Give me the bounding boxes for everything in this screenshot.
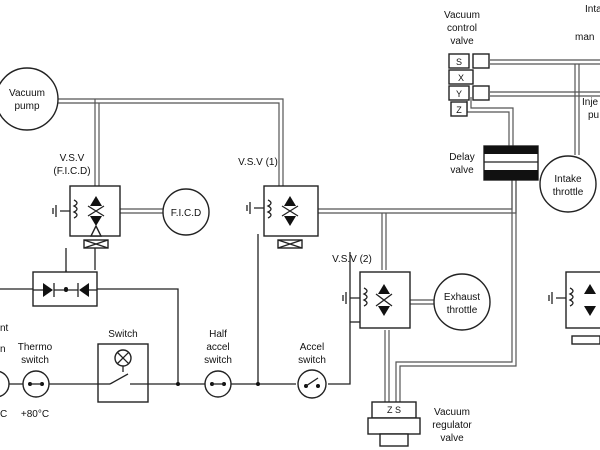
partial-left-switch: nt n C xyxy=(0,323,10,420)
vsv-1: V.S.V (1) xyxy=(238,157,319,249)
partial-vsv-right xyxy=(548,271,600,345)
vcv-port-x-label: X xyxy=(458,73,464,83)
vcv-port-s xyxy=(448,53,470,69)
accel-label-line1: Accel xyxy=(300,342,324,353)
thermo-switch-label-line2: switch xyxy=(21,355,49,366)
vacuum-pump: Vacuum pump xyxy=(0,67,59,131)
vrv-label-line2: regulator xyxy=(432,420,472,431)
thermo-switch: Thermo switch +80°C xyxy=(18,342,53,420)
intake-throttle-label-line1: Intake xyxy=(554,174,582,185)
injection-pump-label-line2: pu xyxy=(588,110,599,121)
vacuum-pump-label-line1: Vacuum xyxy=(9,88,45,99)
junction-dots xyxy=(64,287,260,386)
vsv1-label: V.S.V (1) xyxy=(238,157,278,168)
vcv-label-line1: Vacuum xyxy=(444,10,480,21)
vsv-2: V.S.V (2) xyxy=(332,254,411,329)
thermo-switch-label-line1: Thermo xyxy=(18,342,53,353)
vrv-label-line3: valve xyxy=(440,433,464,444)
left-partial-label-1: nt xyxy=(0,323,9,334)
vsv-ficd-label-line1: V.S.V xyxy=(60,153,85,164)
vsv2-label: V.S.V (2) xyxy=(332,254,372,265)
vsv-ficd: V.S.V (F.I.C.D) xyxy=(52,153,121,249)
half-accel-label-line2: accel xyxy=(206,342,229,353)
thermo-temp-label: +80°C xyxy=(21,409,49,420)
exhaust-throttle-label-line1: Exhaust xyxy=(444,292,480,303)
ficd-actuator: F.I.C.D xyxy=(162,188,210,236)
vcv-port-z-label: Z xyxy=(456,105,462,115)
accel-label-line2: switch xyxy=(298,355,326,366)
vcv-port-y-label: Y xyxy=(456,89,462,99)
intake-manifold-label-line1: Inta xyxy=(585,4,600,15)
vcv-label-line2: control xyxy=(447,23,477,34)
vacuum-pump-label-line2: pump xyxy=(14,101,39,112)
delay-valve-label-line2: valve xyxy=(450,165,474,176)
delay-valve: Delay valve xyxy=(449,145,539,181)
vacuum-control-valve: Vacuum control valve S X Y Z xyxy=(444,10,490,117)
half-accel-label-line3: switch xyxy=(204,355,232,366)
right-edge-partial-labels: Inta man Inje pu xyxy=(575,4,600,121)
exhaust-throttle: Exhaust throttle xyxy=(433,273,491,331)
vrv-ports-label: Z S xyxy=(387,405,401,415)
vcv-port-x xyxy=(448,69,474,85)
switch-label: Switch xyxy=(108,329,137,340)
electrical-wiring xyxy=(0,234,360,385)
vacuum-regulator-valve: Z S Vacuum regulator valve xyxy=(367,401,472,447)
left-partial-label-2: n xyxy=(0,344,6,355)
vcv-port-s-label: S xyxy=(456,57,462,67)
vrv-label-line1: Vacuum xyxy=(434,407,470,418)
vcv-port-z xyxy=(450,101,468,117)
vsv-ficd-label-line2: (F.I.C.D) xyxy=(53,166,90,177)
delay-valve-label-line1: Delay xyxy=(449,152,475,163)
vcv-label-line3: valve xyxy=(450,36,474,47)
intake-throttle-label-line2: throttle xyxy=(553,187,584,198)
ficd-label: F.I.C.D xyxy=(171,208,202,219)
left-partial-label-3: C xyxy=(0,409,7,420)
half-accel-label-line1: Half xyxy=(209,329,227,340)
half-accel-switch: Half accel switch xyxy=(204,329,232,398)
vcv-port-y xyxy=(448,85,470,101)
accel-switch: Accel switch xyxy=(297,342,327,399)
intake-manifold-label-line2: man xyxy=(575,32,594,43)
vacuum-hoses xyxy=(58,59,600,402)
switch-with-lamp: Switch xyxy=(97,329,149,403)
injection-pump-label-line1: Inje xyxy=(582,97,599,108)
intake-throttle: Intake throttle xyxy=(539,155,597,213)
exhaust-throttle-label-line2: throttle xyxy=(447,305,478,316)
